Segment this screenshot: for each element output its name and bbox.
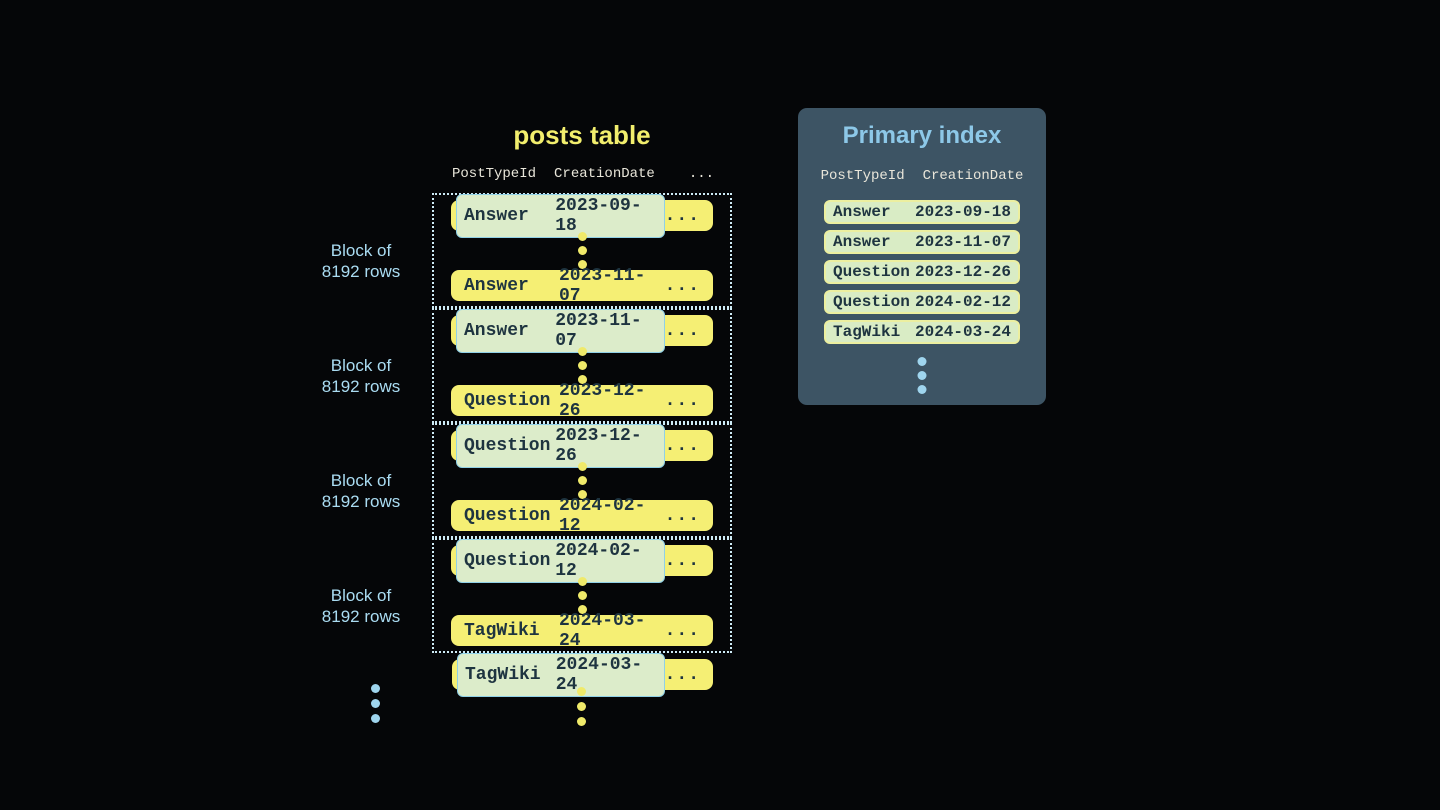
row-creation-date: 2024-03-24 <box>559 610 646 651</box>
table-row: Question 2023-12-26 ... <box>451 423 713 468</box>
column-header-posttypeid: PostTypeId <box>820 168 905 184</box>
entry-post-type: Question <box>833 263 910 281</box>
row-more-columns: ... <box>664 320 700 341</box>
primary-index-panel: Primary index PostTypeId CreationDate An… <box>798 108 1046 405</box>
posts-table-title: posts table <box>513 120 651 150</box>
entry-post-type: Answer <box>833 233 891 251</box>
row-creation-date: 2023-12-26 <box>555 425 642 466</box>
block-size-label: Block of 8192 rows <box>321 471 401 511</box>
row-more-columns: ... <box>664 620 700 641</box>
row-block-2: Answer 2023-11-07 ... Question 2023-12-2… <box>432 308 732 423</box>
row-post-type: TagWiki <box>464 620 540 641</box>
row-post-type: Question <box>464 435 551 456</box>
vertical-ellipsis-icon <box>577 577 587 614</box>
entry-creation-date: 2024-03-24 <box>914 323 1011 341</box>
vertical-ellipsis-icon <box>371 684 380 723</box>
indexed-row-highlight: TagWiki 2024-03-24 <box>457 652 665 697</box>
vertical-ellipsis-icon <box>577 232 587 269</box>
vertical-ellipsis-icon <box>577 347 587 384</box>
row-post-type: Question <box>464 505 551 526</box>
column-header-posttypeid: PostTypeId <box>452 166 537 182</box>
row-creation-date: 2023-09-18 <box>555 195 642 236</box>
row-creation-date: 2023-11-07 <box>555 310 642 351</box>
index-entry: TagWiki 2024-03-24 <box>824 320 1020 344</box>
primary-index-title: Primary index <box>842 122 1002 149</box>
column-header-creationdate: CreationDate <box>922 168 1024 184</box>
entry-post-type: TagWiki <box>833 323 901 341</box>
entry-creation-date: 2023-09-18 <box>914 203 1011 221</box>
row-creation-date: 2023-11-07 <box>559 265 646 306</box>
row-creation-date: 2024-02-12 <box>559 495 646 536</box>
index-entry: Question 2024-02-12 <box>824 290 1020 314</box>
posts-table-blocks: Answer 2023-09-18 ... Answer 2023-11-07 … <box>432 193 732 653</box>
index-entry: Answer 2023-09-18 <box>824 200 1020 224</box>
table-row: Question 2024-02-12 ... <box>451 538 713 583</box>
entry-creation-date: 2023-12-26 <box>914 263 1011 281</box>
row-creation-date: 2023-12-26 <box>559 380 646 421</box>
table-row: Question 2024-02-12 ... <box>451 496 713 536</box>
indexed-row-highlight: Answer 2023-09-18 <box>456 193 665 238</box>
entry-creation-date: 2023-11-07 <box>914 233 1011 251</box>
entry-post-type: Question <box>833 293 910 311</box>
row-more-columns: ... <box>664 205 700 226</box>
table-row: TagWiki 2024-03-24 ... <box>451 611 713 651</box>
row-post-type: Answer <box>464 275 529 296</box>
row-more-columns: ... <box>664 390 700 411</box>
primary-index-column-headers: PostTypeId CreationDate <box>798 168 1046 184</box>
row-more-columns: ... <box>664 664 700 685</box>
row-more-columns: ... <box>664 435 700 456</box>
primary-index-rows: Answer 2023-09-18 Answer 2023-11-07 Ques… <box>824 200 1020 350</box>
entry-post-type: Answer <box>833 203 891 221</box>
index-entry: Question 2023-12-26 <box>824 260 1020 284</box>
table-row: Question 2023-12-26 ... <box>451 381 713 421</box>
vertical-ellipsis-icon <box>577 687 586 726</box>
table-row: Answer 2023-09-18 ... <box>451 193 713 238</box>
row-creation-date: 2024-03-24 <box>555 654 643 695</box>
posts-table-column-headers: PostTypeId CreationDate ... <box>452 166 714 182</box>
block-size-label: Block of 8192 rows <box>321 241 401 281</box>
indexed-row-highlight: Answer 2023-11-07 <box>456 308 665 353</box>
row-post-type: Answer <box>464 205 529 226</box>
row-post-type: Answer <box>464 320 529 341</box>
row-block-3: Question 2023-12-26 ... Question 2024-02… <box>432 423 732 538</box>
indexed-row-highlight: Question 2023-12-26 <box>456 423 665 468</box>
block-size-label: Block of 8192 rows <box>321 356 401 396</box>
row-more-columns: ... <box>664 550 700 571</box>
row-more-columns: ... <box>664 275 700 296</box>
table-row: Answer 2023-11-07 ... <box>451 308 713 353</box>
row-creation-date: 2024-02-12 <box>555 540 642 581</box>
row-post-type: Question <box>464 390 551 411</box>
table-row: TagWiki 2024-03-24 ... <box>452 652 713 697</box>
column-header-ellipsis: ... <box>688 166 715 182</box>
entry-creation-date: 2024-02-12 <box>914 293 1011 311</box>
vertical-ellipsis-icon <box>577 462 587 499</box>
column-header-creationdate: CreationDate <box>554 166 655 182</box>
row-block-1: Answer 2023-09-18 ... Answer 2023-11-07 … <box>432 193 732 308</box>
row-more-columns: ... <box>664 505 700 526</box>
vertical-ellipsis-icon <box>917 357 927 394</box>
block-size-label: Block of 8192 rows <box>321 586 401 626</box>
table-row: Answer 2023-11-07 ... <box>451 266 713 306</box>
index-entry: Answer 2023-11-07 <box>824 230 1020 254</box>
row-post-type: TagWiki <box>465 664 541 685</box>
indexed-row-highlight: Question 2024-02-12 <box>456 538 665 583</box>
row-post-type: Question <box>464 550 551 571</box>
row-block-4: Question 2024-02-12 ... TagWiki 2024-03-… <box>432 538 732 653</box>
